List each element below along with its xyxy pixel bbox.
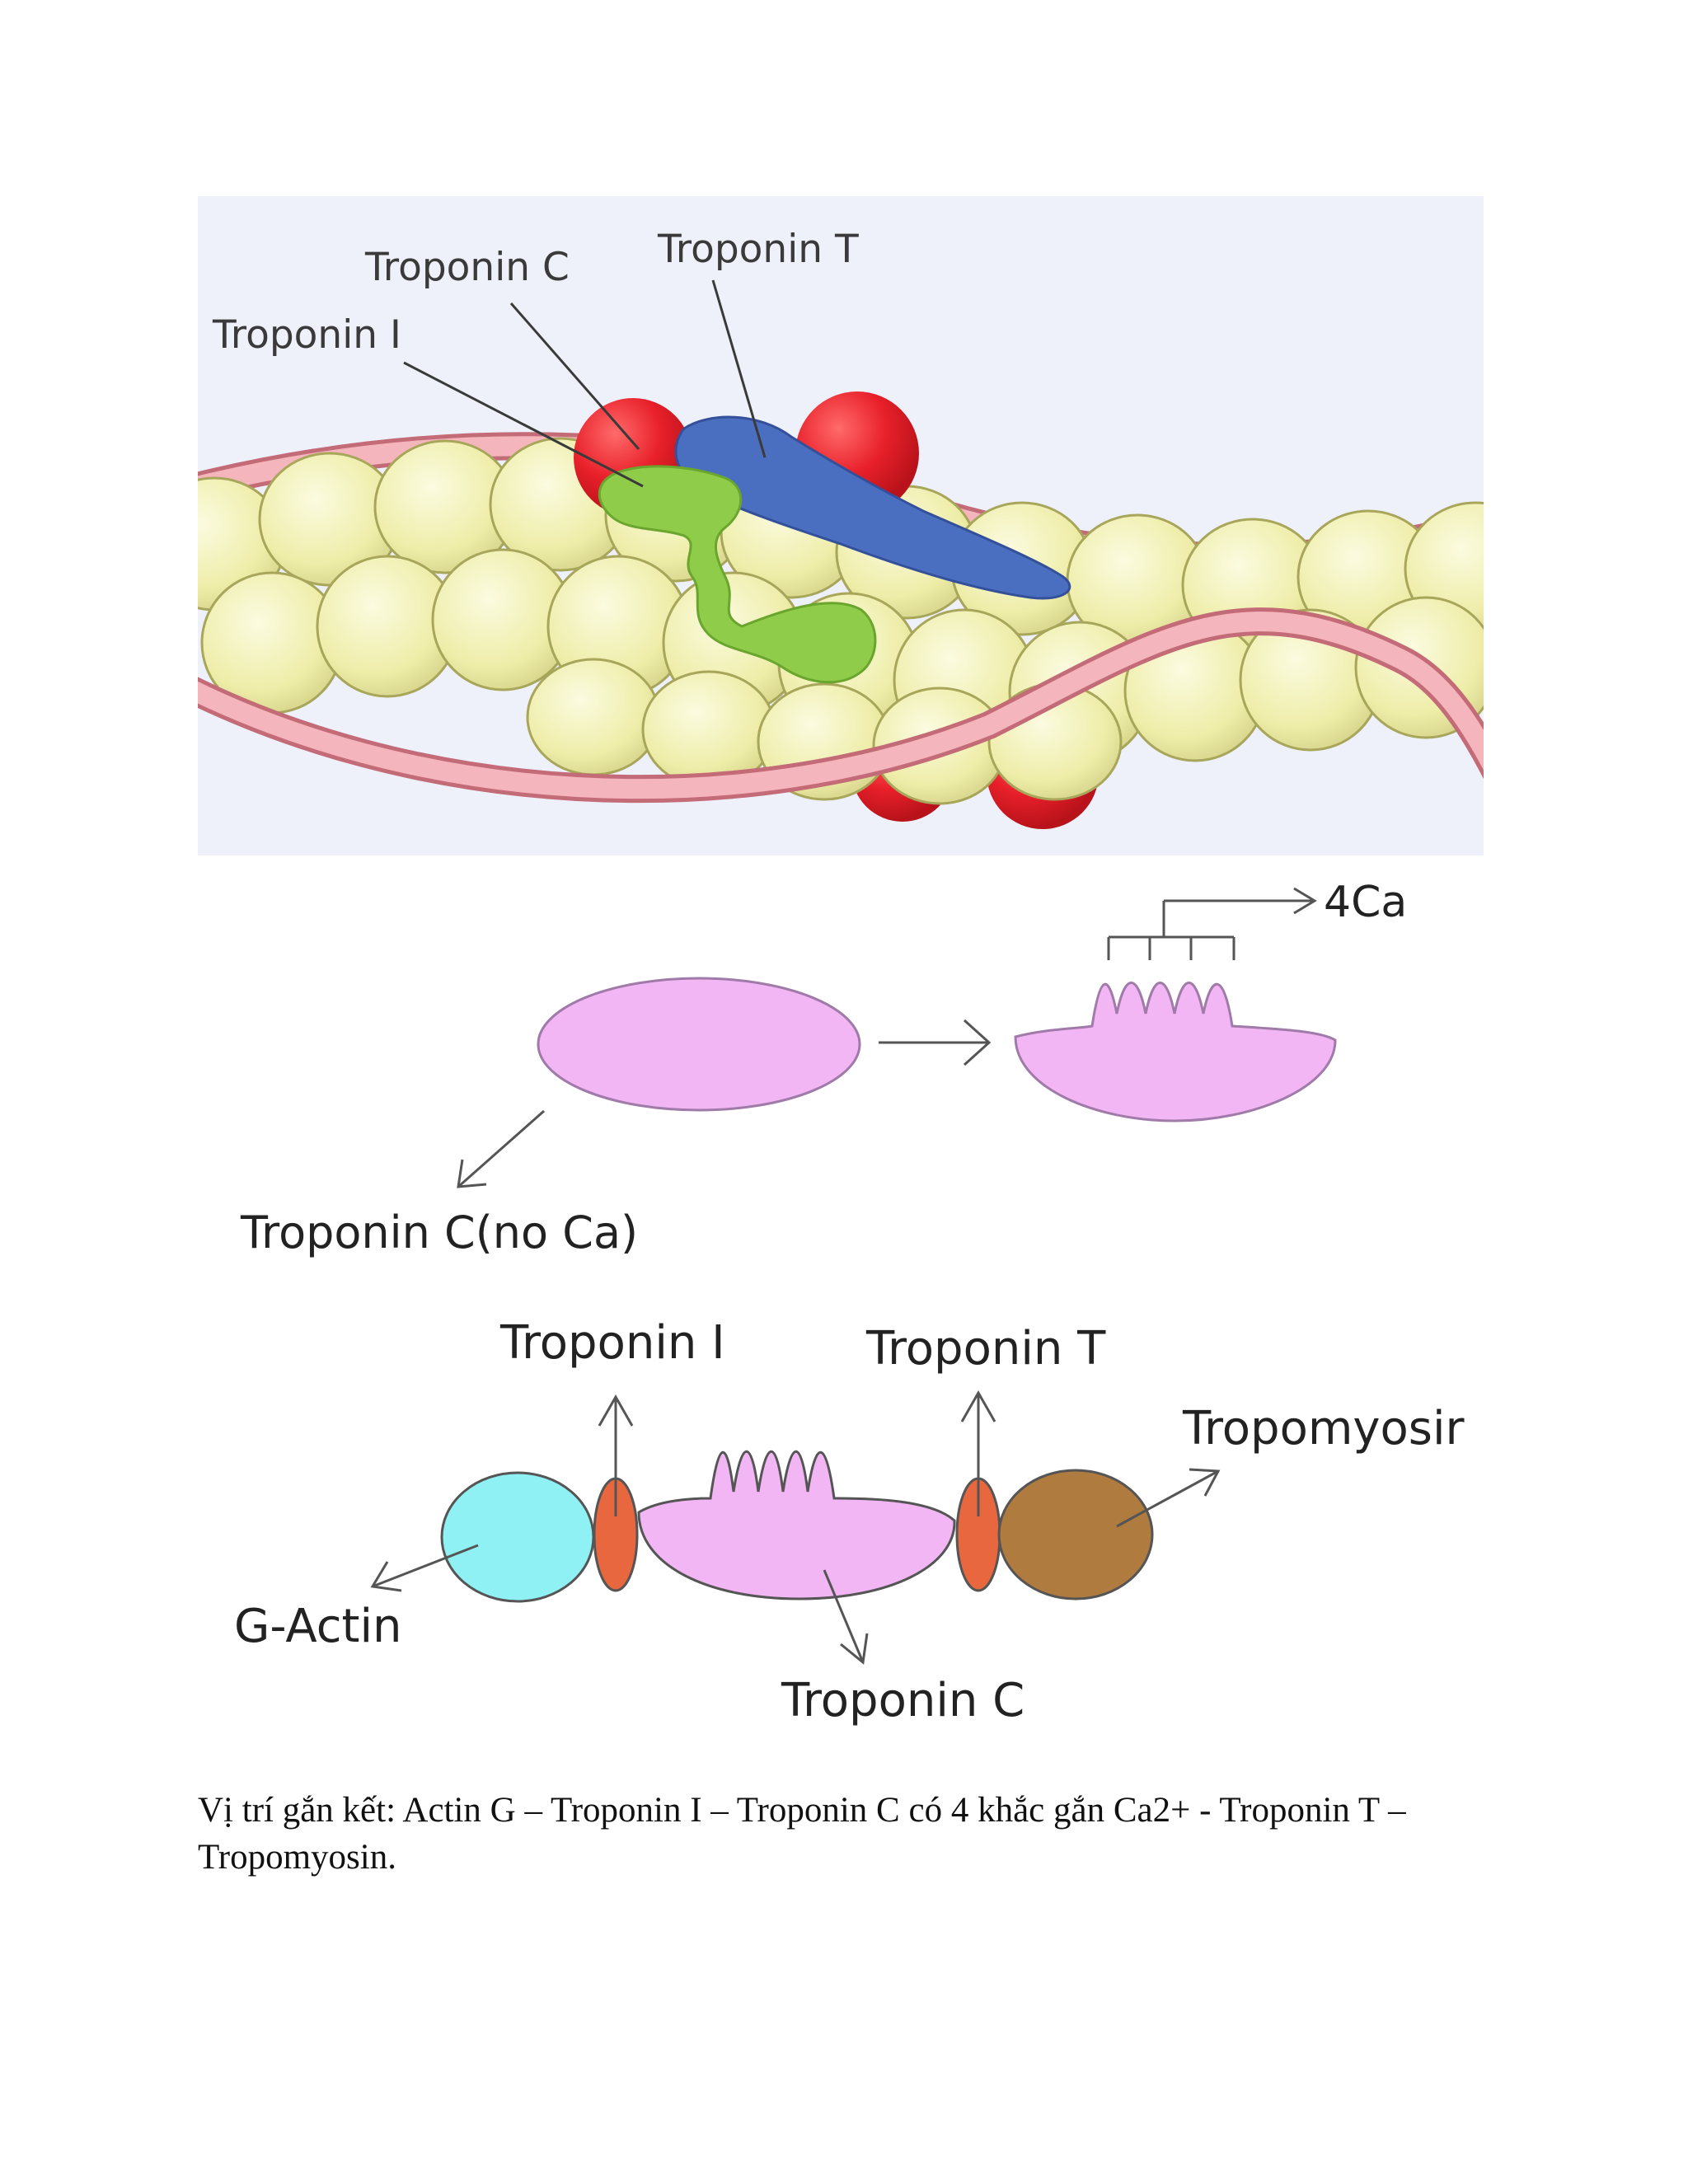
ca-bracket xyxy=(1107,887,1317,960)
g-actin-shape xyxy=(440,1471,595,1603)
label-troponin-c: Troponin C xyxy=(364,245,570,290)
leader-troponin-t xyxy=(711,279,767,458)
label-troponin-t: Troponin T xyxy=(657,227,859,272)
troponin-c-no-ca-shape xyxy=(537,977,861,1112)
troponin-c-shape xyxy=(637,1450,956,1601)
calcium-binding-diagram: 4Ca Troponin C(no Ca) xyxy=(240,878,1407,1258)
label-troponin-i-bottom: Troponin I xyxy=(499,1316,725,1370)
troponin-c-bound-shape xyxy=(1014,982,1337,1122)
label-troponin-c-bottom: Troponin C xyxy=(781,1674,1025,1727)
tropomyosin-shape xyxy=(997,1469,1154,1601)
binding-site-diagram: Troponin I Troponin T Tropomyosir G-Acti… xyxy=(234,1316,1465,1727)
leader-troponin-i xyxy=(403,361,644,488)
label-g-actin: G-Actin xyxy=(234,1600,402,1653)
label-troponin-t-bottom: Troponin T xyxy=(865,1322,1106,1376)
troponin-i-shape xyxy=(598,465,877,684)
figure-caption: Vị trí gắn kết: Actin G – Troponin I – T… xyxy=(198,1791,1406,1877)
no-ca-leader xyxy=(457,1109,545,1188)
label-tropomyosin: Tropomyosir xyxy=(1182,1402,1465,1455)
label-troponin-i: Troponin I xyxy=(212,312,401,358)
leader-troponin-c xyxy=(509,302,640,450)
label-troponin-c-no-ca: Troponin C(no Ca) xyxy=(240,1207,638,1258)
label-4ca: 4Ca xyxy=(1324,878,1407,927)
